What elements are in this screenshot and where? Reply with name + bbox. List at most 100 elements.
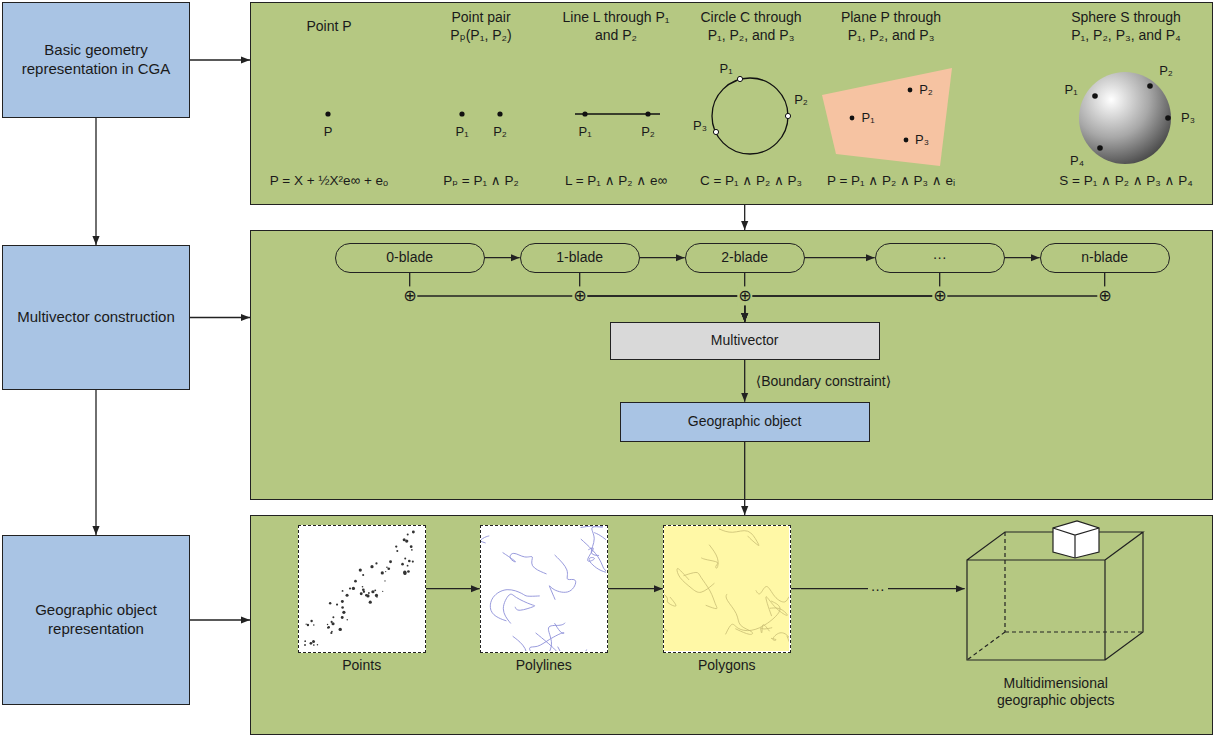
blade-pill: 2-blade bbox=[685, 243, 805, 273]
flow-arrow bbox=[190, 317, 250, 318]
point-dot bbox=[1097, 145, 1103, 151]
map-polyline bbox=[529, 623, 564, 651]
map-point bbox=[349, 587, 351, 589]
content-panel: 0-blade1-blade2-blade···n-bladeMultivect… bbox=[250, 230, 1213, 500]
node-label: 1-blade bbox=[556, 249, 603, 267]
map-thumbnail: Points bbox=[298, 525, 426, 653]
map-point bbox=[351, 586, 354, 589]
polygon-edge bbox=[726, 594, 753, 634]
map-polyline bbox=[502, 552, 546, 573]
geometry-heading: Point pair Pₚ(P₁, P₂) bbox=[434, 9, 529, 44]
cube-stroke bbox=[1053, 528, 1099, 558]
point-dot bbox=[645, 111, 650, 116]
map-point bbox=[310, 619, 312, 621]
map-point bbox=[342, 610, 345, 613]
point-label: P₂ bbox=[493, 124, 507, 140]
geometry-heading: Point P bbox=[289, 18, 369, 36]
map-point bbox=[341, 606, 344, 609]
map-point bbox=[404, 557, 406, 559]
flow-arrow bbox=[580, 273, 745, 322]
node-label: Basic geometry representation in CGA bbox=[8, 41, 184, 79]
map-point bbox=[412, 530, 415, 533]
polygon-edge bbox=[719, 529, 759, 546]
object-box: Geographic object bbox=[620, 402, 870, 442]
flow-arrow bbox=[410, 273, 745, 322]
cube-drawing bbox=[965, 520, 1144, 667]
flow-arrow bbox=[95, 390, 96, 535]
cga-formula: P = X + ½X²e∞ + eₒ bbox=[270, 173, 388, 190]
node-label: n-blade bbox=[1081, 249, 1128, 267]
map-point bbox=[340, 616, 343, 619]
map-point bbox=[304, 640, 306, 642]
map-point bbox=[395, 545, 397, 547]
node-label: 0-blade bbox=[386, 249, 433, 267]
point-label: P₁ bbox=[578, 124, 591, 140]
point-label: P₃ bbox=[693, 118, 707, 134]
map-point bbox=[306, 623, 308, 625]
object-caption: Points bbox=[342, 657, 381, 675]
map-point bbox=[362, 574, 364, 576]
edge-label: ⟨Boundary constraint⟩ bbox=[753, 372, 894, 389]
point-label: P₂ bbox=[1159, 63, 1173, 79]
map-point bbox=[330, 621, 332, 623]
stage-box: Geographic object representation bbox=[2, 535, 190, 705]
point-dot bbox=[459, 111, 464, 116]
map-point bbox=[313, 644, 315, 646]
map-point bbox=[407, 570, 410, 573]
flow-arrow bbox=[190, 619, 250, 620]
map-point bbox=[332, 616, 334, 618]
flow-arrow bbox=[745, 273, 940, 322]
polygon-edge bbox=[683, 572, 716, 608]
map-point bbox=[387, 567, 390, 570]
map-point bbox=[327, 626, 329, 628]
point-dot bbox=[497, 111, 502, 116]
point-label: P₁ bbox=[719, 61, 732, 77]
map-point bbox=[382, 590, 383, 591]
map-polyline bbox=[503, 594, 534, 623]
map-image bbox=[481, 526, 606, 651]
map-polyline bbox=[549, 555, 575, 600]
object-caption: Multidimensional geographic objects bbox=[981, 675, 1131, 710]
polygon-edge bbox=[725, 601, 780, 634]
cga-formula: P = P₁ ∧ P₂ ∧ P₃ ∧ eᵢ bbox=[827, 173, 955, 190]
cga-formula: L = P₁ ∧ P₂ ∧ e∞ bbox=[565, 173, 667, 190]
map-point bbox=[358, 568, 361, 571]
flow-arrow bbox=[805, 257, 875, 258]
edge-label: ··· bbox=[868, 580, 888, 597]
point-marker bbox=[785, 113, 790, 118]
map-point bbox=[316, 644, 317, 645]
geometry-heading: Circle C through P₁, P₂, and P₃ bbox=[693, 9, 809, 44]
cga-formula: Pₚ = P₁ ∧ P₂ bbox=[443, 173, 518, 190]
map-point bbox=[409, 545, 412, 548]
point-label: P₁ bbox=[861, 110, 874, 126]
polygon-edge bbox=[664, 594, 668, 631]
sum-symbol: ⊕ bbox=[932, 286, 947, 305]
map-point bbox=[304, 644, 306, 646]
flow-arrow bbox=[608, 588, 663, 589]
map-point bbox=[368, 600, 371, 603]
map-polyline bbox=[535, 633, 572, 651]
map-point bbox=[346, 619, 347, 620]
flow-arrow bbox=[190, 59, 250, 60]
cga-formula: C = P₁ ∧ P₂ ∧ P₃ bbox=[700, 173, 802, 190]
map-point bbox=[408, 559, 411, 562]
cube-figure: Multidimensional geographic objects bbox=[965, 520, 1147, 670]
map-point bbox=[329, 602, 331, 604]
geometry-heading: Sphere S through P₁, P₂, P₃, and P₄ bbox=[1064, 9, 1188, 44]
map-image bbox=[664, 526, 789, 651]
map-polyline bbox=[512, 636, 581, 651]
multivector-box: Multivector bbox=[610, 322, 880, 360]
object-caption: Polylines bbox=[516, 657, 572, 675]
node-label: Geographic object bbox=[688, 413, 802, 431]
node-label: Multivector construction bbox=[17, 308, 175, 327]
map-point bbox=[345, 593, 348, 596]
map-point bbox=[341, 590, 343, 592]
flow-arrow bbox=[426, 588, 480, 589]
geometry-illustrations bbox=[325, 68, 1171, 166]
sum-symbol: ⊕ bbox=[737, 286, 752, 305]
map-point bbox=[338, 627, 341, 630]
stage-box: Basic geometry representation in CGA bbox=[2, 2, 190, 118]
point-dot bbox=[1092, 93, 1098, 99]
content-panel: PointsPolylinesPolygonsMultidimensional … bbox=[250, 515, 1213, 735]
map-point bbox=[389, 560, 392, 563]
